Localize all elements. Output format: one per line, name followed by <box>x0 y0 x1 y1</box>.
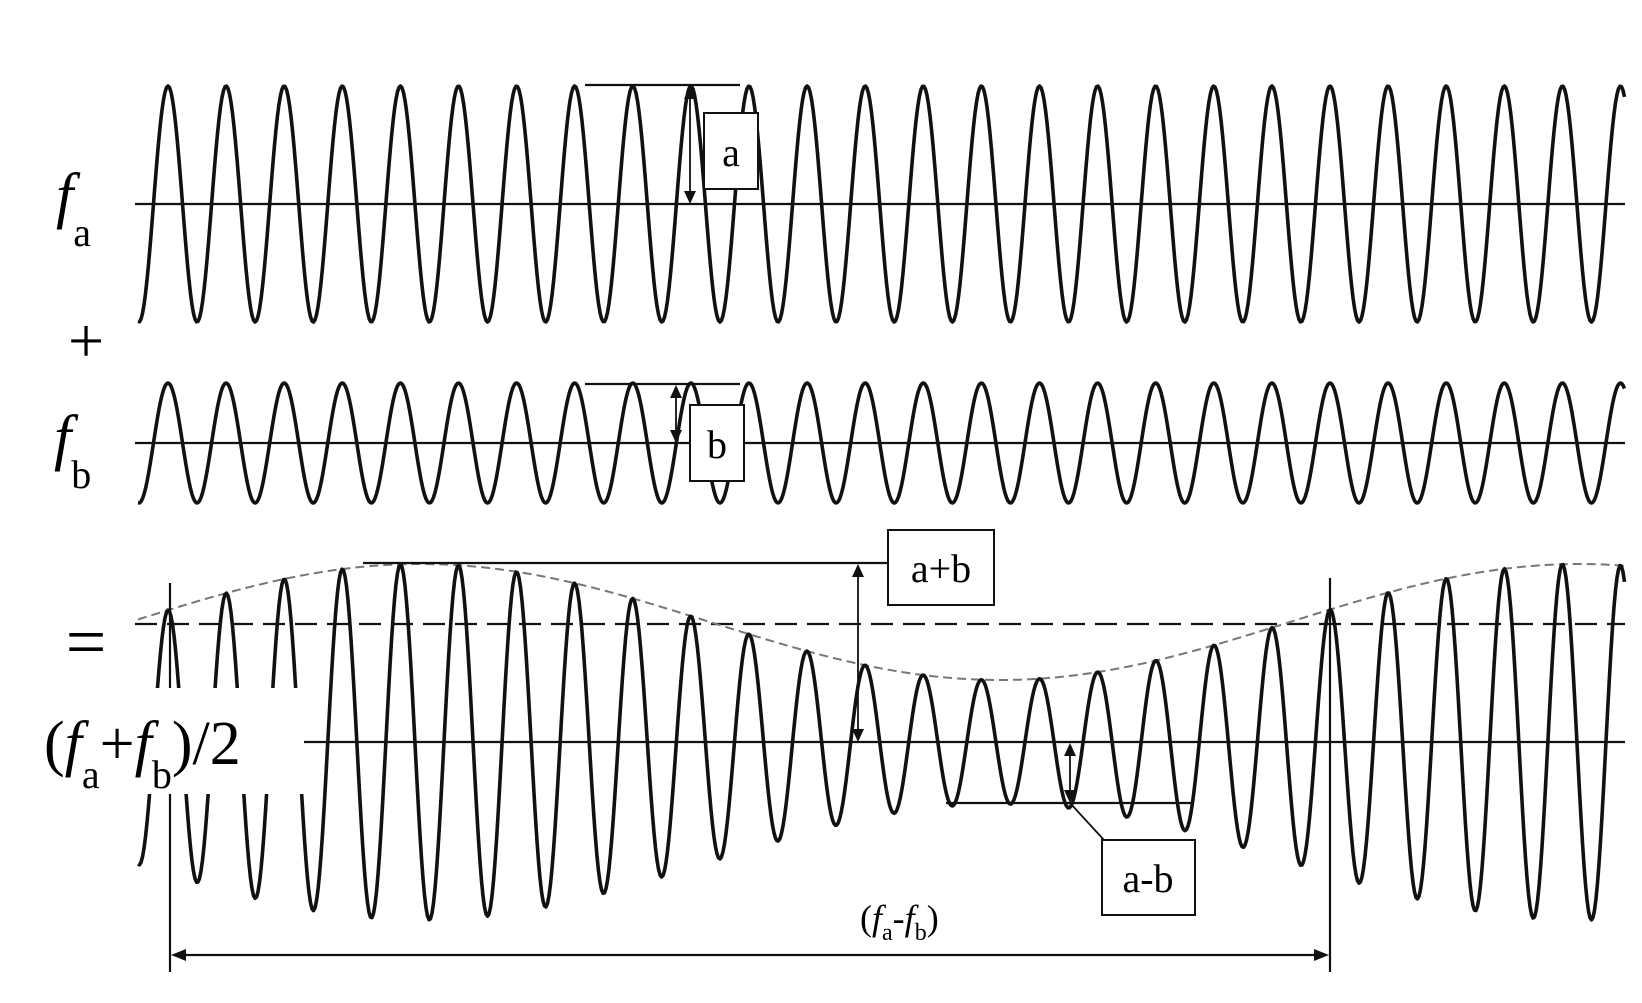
sum-min-arrowhead-up <box>1064 743 1076 756</box>
sum-max-amplitude-box <box>887 529 995 606</box>
fa-amplitude-box <box>703 112 759 190</box>
plus-operator: + <box>68 305 104 376</box>
sum-min-amplitude-label: a-b <box>1122 856 1173 901</box>
fb-amplitude-label: b <box>707 422 727 467</box>
sum-label: (fa+fb)/2 <box>44 710 241 797</box>
beat-period-arrowhead-right <box>1314 949 1329 961</box>
sum-label-background <box>42 688 304 794</box>
fa-amplitude-arrowhead-up <box>684 86 696 99</box>
sum-min-callout-line <box>1069 802 1105 841</box>
fa-label: fa <box>56 162 91 255</box>
fa-waveform <box>137 84 1627 324</box>
sum-max-arrowhead-down <box>852 729 864 742</box>
fb-label: fb <box>54 404 91 497</box>
sum-max-amplitude-label: a+b <box>911 546 971 591</box>
fa-amplitude-label: a <box>722 130 740 175</box>
fa-amplitude-arrowhead-down <box>684 191 696 204</box>
beat-envelope-curve <box>137 563 1625 681</box>
fb-amplitude-arrowhead-up <box>670 385 682 398</box>
equals-operator: = <box>66 602 107 682</box>
beat-frequency-label: (fa-fb) <box>860 898 939 946</box>
fb-waveform <box>137 381 1627 505</box>
sum-min-amplitude-box <box>1101 839 1196 916</box>
sum-waveform <box>137 562 1627 922</box>
sum-max-arrowhead-up <box>852 564 864 577</box>
sum-min-arrowhead-down <box>1064 790 1076 803</box>
fb-amplitude-box <box>689 404 745 482</box>
fb-amplitude-arrowhead-down <box>670 430 682 443</box>
beat-period-arrowhead-left <box>171 949 186 961</box>
